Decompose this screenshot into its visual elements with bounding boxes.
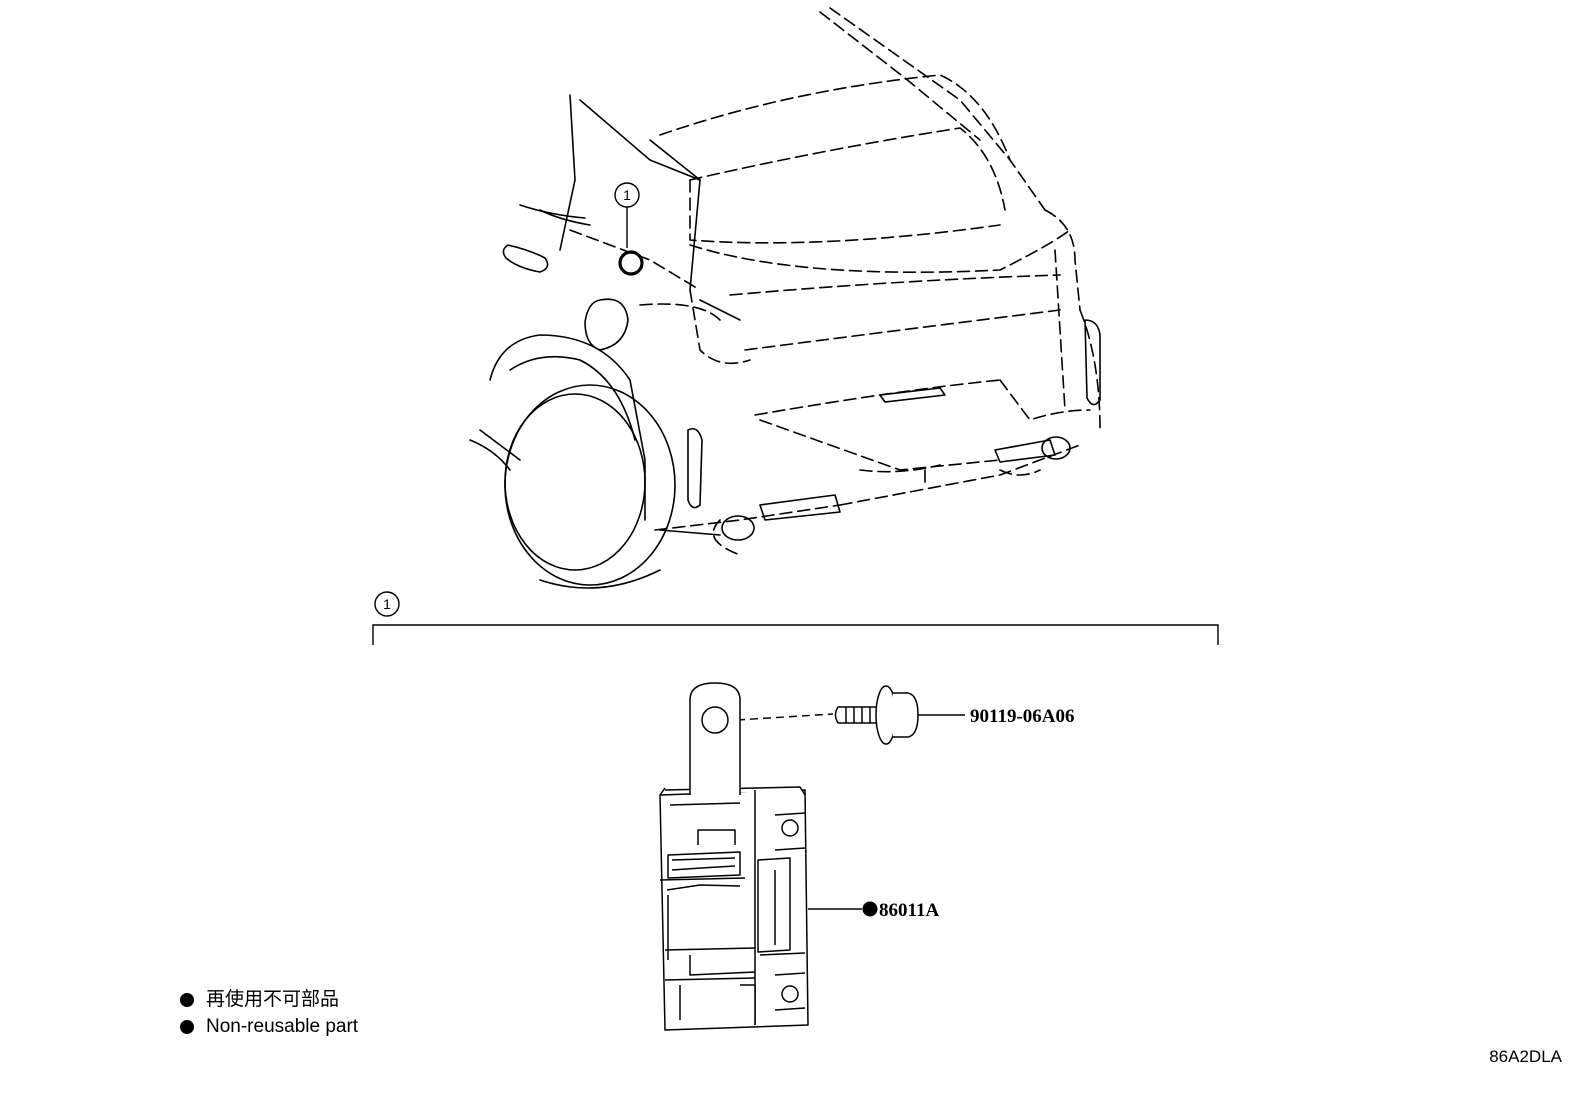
legend-text-jp: 再使用不可部品 (206, 989, 340, 1010)
part-number-bolt: 90119-06A06 (970, 706, 1075, 727)
mounting-location-marker (618, 250, 644, 276)
bolt-90119-06A06 (834, 685, 919, 745)
legend-item-en: Non-reusable part (180, 1013, 358, 1040)
part-number-sensor: 86011A (879, 900, 939, 921)
legend-item-jp: 再使用不可部品 (180, 986, 358, 1013)
bullet-icon (180, 1019, 194, 1034)
vehicle-rear-illustration (469, 7, 1101, 589)
bullet-icon (180, 992, 194, 1007)
legend: 再使用不可部品 Non-reusable part (180, 986, 358, 1040)
diagram-code: 86A2DLA (1489, 1047, 1562, 1066)
non-reusable-marker (862, 901, 878, 917)
section-number: 1 (383, 596, 391, 612)
callout-number: 1 (623, 187, 631, 203)
callout-1-top: 1 (614, 182, 644, 276)
sensor-86011A (659, 682, 809, 1031)
section-1-bracket: 1 (372, 591, 1219, 645)
legend-text-en: Non-reusable part (206, 1016, 359, 1037)
